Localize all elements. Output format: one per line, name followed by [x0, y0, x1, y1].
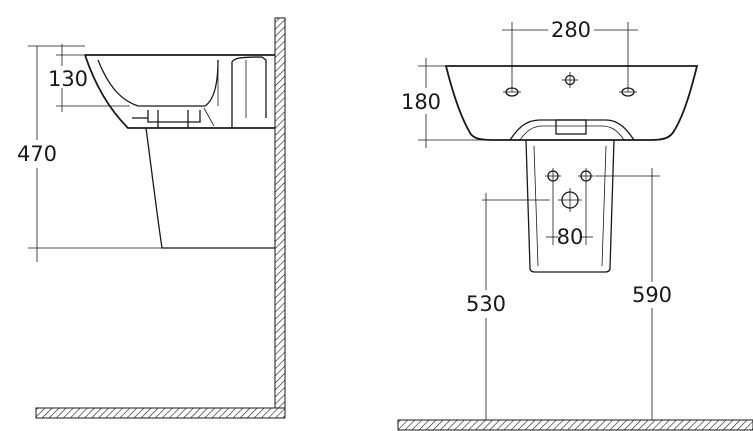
dim-text-80: 80 — [557, 225, 584, 249]
side-wall — [274, 17, 286, 419]
dim-text-590: 590 — [632, 283, 672, 307]
dim-text-130: 130 — [48, 67, 88, 91]
side-basin-back — [231, 56, 267, 128]
dim-tap-spacing — [502, 22, 638, 92]
dim-waste-height — [482, 193, 550, 420]
front-basin-profile — [444, 65, 699, 141]
dim-waste-spacing — [546, 184, 593, 245]
side-view: 130 470 — [17, 17, 286, 419]
dim-text-180: 180 — [401, 90, 441, 114]
front-tap-holes — [503, 72, 637, 97]
side-pedestal — [145, 127, 275, 249]
dim-rim-height — [28, 45, 162, 262]
front-view: 280 180 80 530 590 — [397, 18, 753, 431]
front-pedestal — [525, 139, 615, 273]
dim-bowl-depth — [56, 44, 130, 112]
dim-text-280: 280 — [551, 18, 591, 42]
dim-text-470: 470 — [17, 142, 57, 166]
dim-text-530: 530 — [466, 292, 506, 316]
dim-supply-height — [595, 168, 660, 420]
front-pedestal-holes — [545, 168, 594, 212]
side-waste-outlet — [132, 110, 201, 128]
dim-basin-height — [418, 58, 490, 148]
side-basin-profile — [84, 54, 275, 129]
side-basin-bowl — [97, 59, 219, 107]
front-floor — [397, 419, 753, 431]
side-floor — [35, 407, 286, 419]
